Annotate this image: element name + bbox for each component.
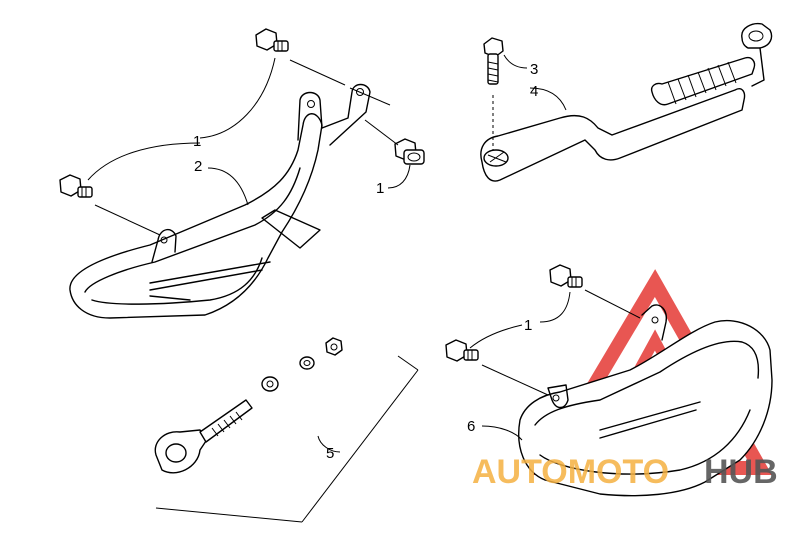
callout-3: 3 xyxy=(530,61,538,78)
leader-lines-rear xyxy=(469,289,641,441)
callout-4: 4 xyxy=(530,83,538,100)
shift-lever-part-4 xyxy=(480,22,773,182)
bolt-top xyxy=(255,28,289,52)
watermark-text-part1: AUTOMOTO xyxy=(472,453,669,491)
bolt-rear-top xyxy=(549,264,583,288)
callout-5: 5 xyxy=(326,445,334,462)
front-bumper-part-2 xyxy=(69,83,371,319)
callout-2: 2 xyxy=(194,158,202,175)
rear-bumper-part-6 xyxy=(518,304,773,497)
watermark-text-part2: HUB xyxy=(704,453,778,491)
bolt-left xyxy=(59,174,93,198)
leader-lines-front xyxy=(87,57,411,236)
hardware-kit-part-5 xyxy=(154,337,419,523)
callout-1-right: 1 xyxy=(376,180,384,197)
bolt-rear-left xyxy=(445,339,479,362)
callout-1-top: 1 xyxy=(193,133,201,150)
callout-6: 6 xyxy=(467,418,475,435)
watermark-text: AUTOMOTO HUB xyxy=(472,453,778,491)
bolt-right xyxy=(394,138,425,165)
callout-1-lower: 1 xyxy=(524,317,532,334)
bolt-3 xyxy=(483,37,567,150)
